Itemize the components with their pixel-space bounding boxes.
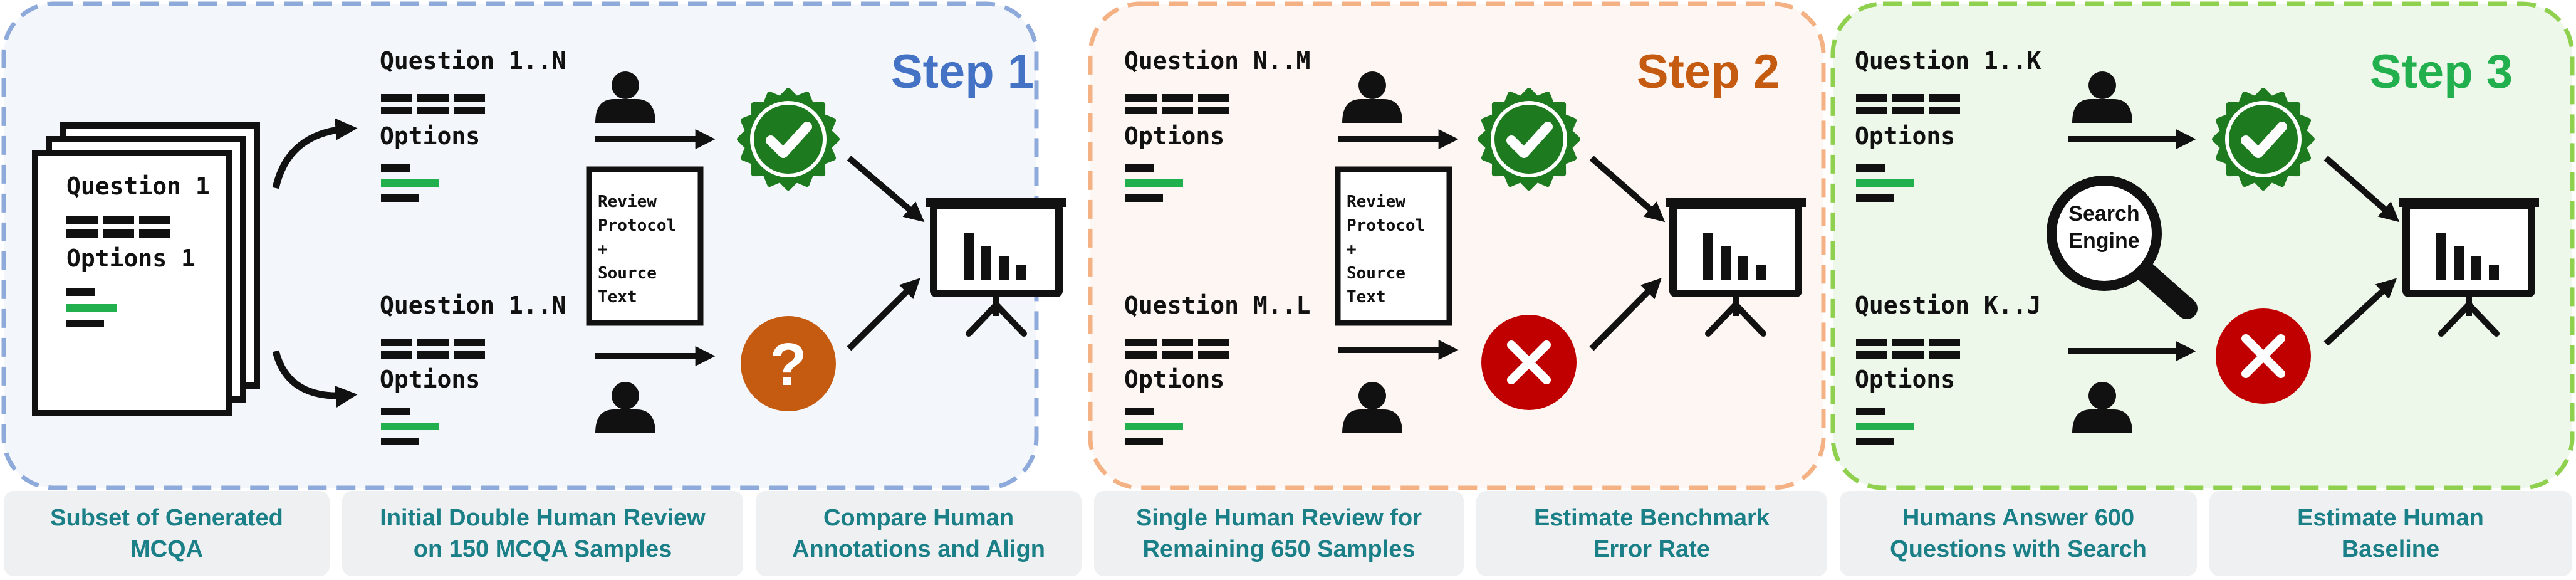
svg-text:Options: Options xyxy=(1124,366,1224,393)
svg-text:Question M..L: Question M..L xyxy=(1124,292,1310,319)
svg-text:Options: Options xyxy=(380,122,480,150)
question-card-s1-top: Question 1..N Options xyxy=(380,47,566,202)
svg-text:Question 1..K: Question 1..K xyxy=(1855,47,2042,75)
question-card-s3-top: Question 1..K Options xyxy=(1855,47,2042,202)
svg-text:Question K..J: Question K..J xyxy=(1855,292,2041,319)
check-badge-icon xyxy=(739,90,837,188)
svg-text:Source: Source xyxy=(598,264,657,283)
svg-text:Protocol: Protocol xyxy=(598,216,676,235)
svg-text:+: + xyxy=(1347,240,1357,259)
caption-single-review: Single Human Review for xyxy=(1136,505,1422,531)
caption-humans-answer: Humans Answer 600 xyxy=(1902,505,2134,531)
svg-text:Protocol: Protocol xyxy=(1347,216,1425,235)
arrow xyxy=(2323,278,2397,346)
svg-text:Options: Options xyxy=(1855,366,1955,393)
caption-single-review: Remaining 650 Samples xyxy=(1142,536,1415,562)
caption-humans-answer: Questions with Search xyxy=(1890,536,2147,562)
review-protocol-box: Review Protocol + Source Text xyxy=(586,166,704,326)
caption-bar: Subset of Generated MCQA Initial Double … xyxy=(4,491,2572,576)
svg-text:Question N..M: Question N..M xyxy=(1124,47,1310,75)
curved-arrow-icon xyxy=(272,118,358,189)
caption-double-review: Initial Double Human Review xyxy=(380,505,706,531)
question-circle-icon: ? xyxy=(741,316,836,411)
arrow xyxy=(2323,156,2400,223)
caption-compare: Annotations and Align xyxy=(792,536,1045,562)
document-stack: Question 1 Options 1 xyxy=(32,122,260,416)
svg-text:Review: Review xyxy=(598,192,657,211)
svg-text:Options: Options xyxy=(380,366,480,393)
svg-text:+: + xyxy=(598,240,608,259)
question-card-s2-bottom: Question M..L Options xyxy=(1124,292,1310,445)
svg-text:Text: Text xyxy=(598,288,637,307)
svg-text:Question 1..N: Question 1..N xyxy=(380,47,566,75)
svg-text:Source: Source xyxy=(1347,264,1405,283)
step3-title: Step 3 xyxy=(2370,45,2513,98)
cross-circle-icon xyxy=(2216,308,2311,404)
curved-arrow-icon xyxy=(272,350,358,408)
caption-human-baseline: Baseline xyxy=(2342,536,2439,562)
arrow xyxy=(847,156,925,223)
svg-text:Text: Text xyxy=(1347,288,1386,307)
search-engine-label: Search xyxy=(2068,202,2139,226)
doc-options: Options 1 xyxy=(66,245,196,272)
caption-compare: Compare Human xyxy=(823,505,1014,531)
svg-text:Options: Options xyxy=(1124,122,1224,150)
review-protocol-box: Review Protocol + Source Text xyxy=(1335,166,1452,326)
step2-panel xyxy=(1088,1,1826,490)
svg-text:Question 1..N: Question 1..N xyxy=(380,292,566,319)
question-card-s2-top: Question N..M Options xyxy=(1124,47,1310,202)
caption-human-baseline: Estimate Human xyxy=(2297,505,2484,531)
cross-circle-icon xyxy=(1481,315,1577,410)
search-engine-label: Engine xyxy=(2068,229,2139,253)
svg-text:Options: Options xyxy=(1855,122,1955,150)
caption-error-rate: Error Rate xyxy=(1593,536,1710,562)
svg-text:?: ? xyxy=(770,331,807,398)
caption-subset: MCQA xyxy=(130,536,203,562)
question-card-s1-bottom: Question 1..N Options xyxy=(380,292,566,445)
step1-title: Step 1 xyxy=(891,45,1034,98)
caption-subset: Subset of Generated xyxy=(50,505,283,531)
check-badge-icon xyxy=(1480,90,1578,188)
step2-title: Step 2 xyxy=(1637,45,1780,98)
caption-double-review: on 150 MCQA Samples xyxy=(414,536,672,562)
magnifier-icon xyxy=(2047,176,2198,319)
doc-question: Question 1 xyxy=(66,172,210,200)
arrow xyxy=(847,278,920,351)
arrow xyxy=(1589,156,1666,223)
arrow xyxy=(1589,278,1662,351)
check-badge-icon xyxy=(2214,90,2312,188)
question-card-s3-bottom: Question K..J Options xyxy=(1855,292,2041,445)
step3-panel xyxy=(1830,1,2575,490)
caption-error-rate: Estimate Benchmark xyxy=(1534,505,1770,531)
svg-text:Review: Review xyxy=(1347,192,1405,211)
